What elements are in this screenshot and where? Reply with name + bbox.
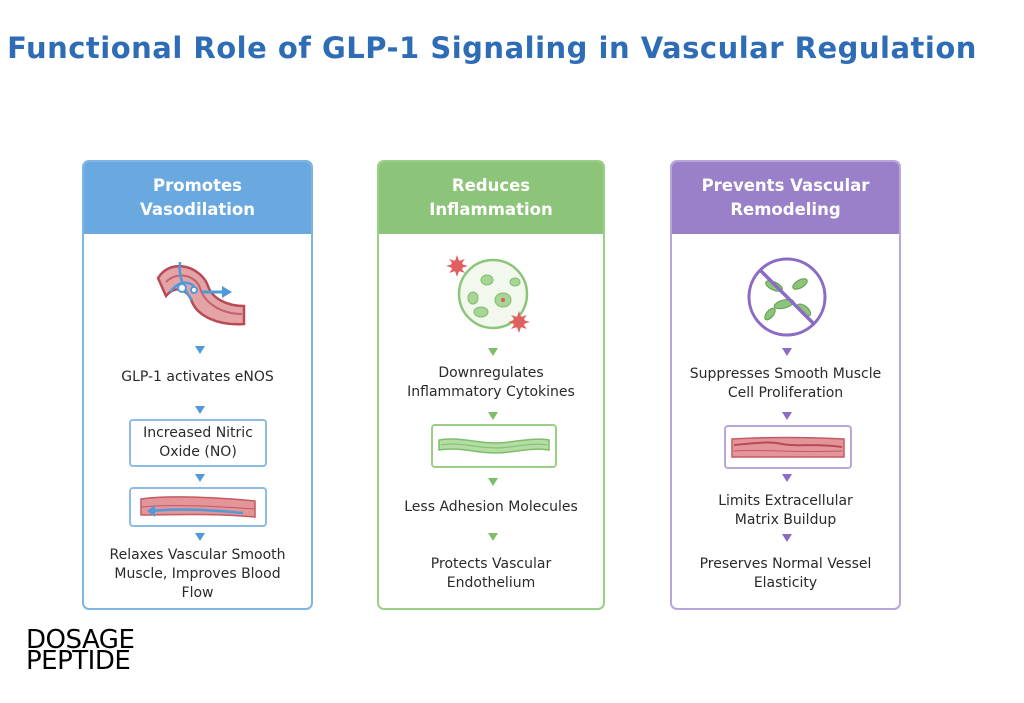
logo-line-2: PEPTIDE	[26, 646, 131, 676]
flow-arrow	[488, 348, 498, 356]
nitric-oxide-box: Increased Nitric Oxide (NO)	[129, 419, 267, 467]
flow-arrow	[782, 348, 792, 356]
card-header: Promotes Vasodilation	[84, 162, 311, 234]
flow-arrow	[488, 412, 498, 420]
healthy-vessel-icon	[438, 438, 550, 454]
logo-line-1: DOSAGE	[26, 625, 135, 655]
flow-arrow	[195, 474, 205, 482]
step-text: Downregulates Inflammatory Cytokines	[407, 365, 575, 400]
page-title: Functional Role of GLP-1 Signaling in Va…	[7, 31, 977, 65]
step-text: Suppresses Smooth Muscle Cell Proliferat…	[689, 366, 882, 401]
flow-arrow	[488, 533, 498, 541]
flow-arrow	[782, 534, 792, 542]
step-text: Less Adhesion Molecules	[404, 499, 578, 515]
flow-arrow	[195, 346, 205, 354]
step-text: Increased Nitric Oxide (NO)	[143, 425, 253, 460]
remodeled-vessel-box	[724, 425, 852, 469]
vessel-image-box	[129, 487, 267, 527]
flow-arrow	[195, 406, 205, 414]
step-text: Preserves Normal Vessel Elasticity	[699, 556, 872, 591]
step-text: Protects Vascular Endothelium	[430, 556, 552, 591]
flow-arrow	[195, 533, 205, 541]
thickened-vessel-icon	[731, 436, 845, 458]
inflammatory-cell-icon	[446, 255, 530, 333]
card-remodeling: Prevents Vascular Remodeling Suppresses …	[670, 160, 901, 610]
flow-arrow	[782, 474, 792, 482]
step-text: Limits Extracellular Matrix Buildup	[718, 493, 853, 528]
flow-arrow	[488, 478, 498, 486]
card-vasodilation: Promotes Vasodilation GLP-1 activates eN…	[82, 160, 313, 610]
endothelium-image-box	[431, 424, 557, 468]
blood-vessel-icon	[156, 261, 246, 326]
card-inflammation: Reduces Inflammation Downregulates Infla…	[377, 160, 605, 610]
brand-logo: DOSAGE PEPTIDE	[26, 625, 135, 676]
step-text: Relaxes Vascular Smooth Muscle, Improves…	[109, 547, 286, 601]
card-header: Prevents Vascular Remodeling	[672, 162, 899, 234]
card-header: Reduces Inflammation	[379, 162, 603, 234]
step-text: GLP-1 activates eNOS	[121, 369, 274, 385]
flow-arrow	[782, 412, 792, 420]
vessel-flow-icon	[140, 496, 256, 518]
no-proliferation-icon	[747, 257, 827, 337]
